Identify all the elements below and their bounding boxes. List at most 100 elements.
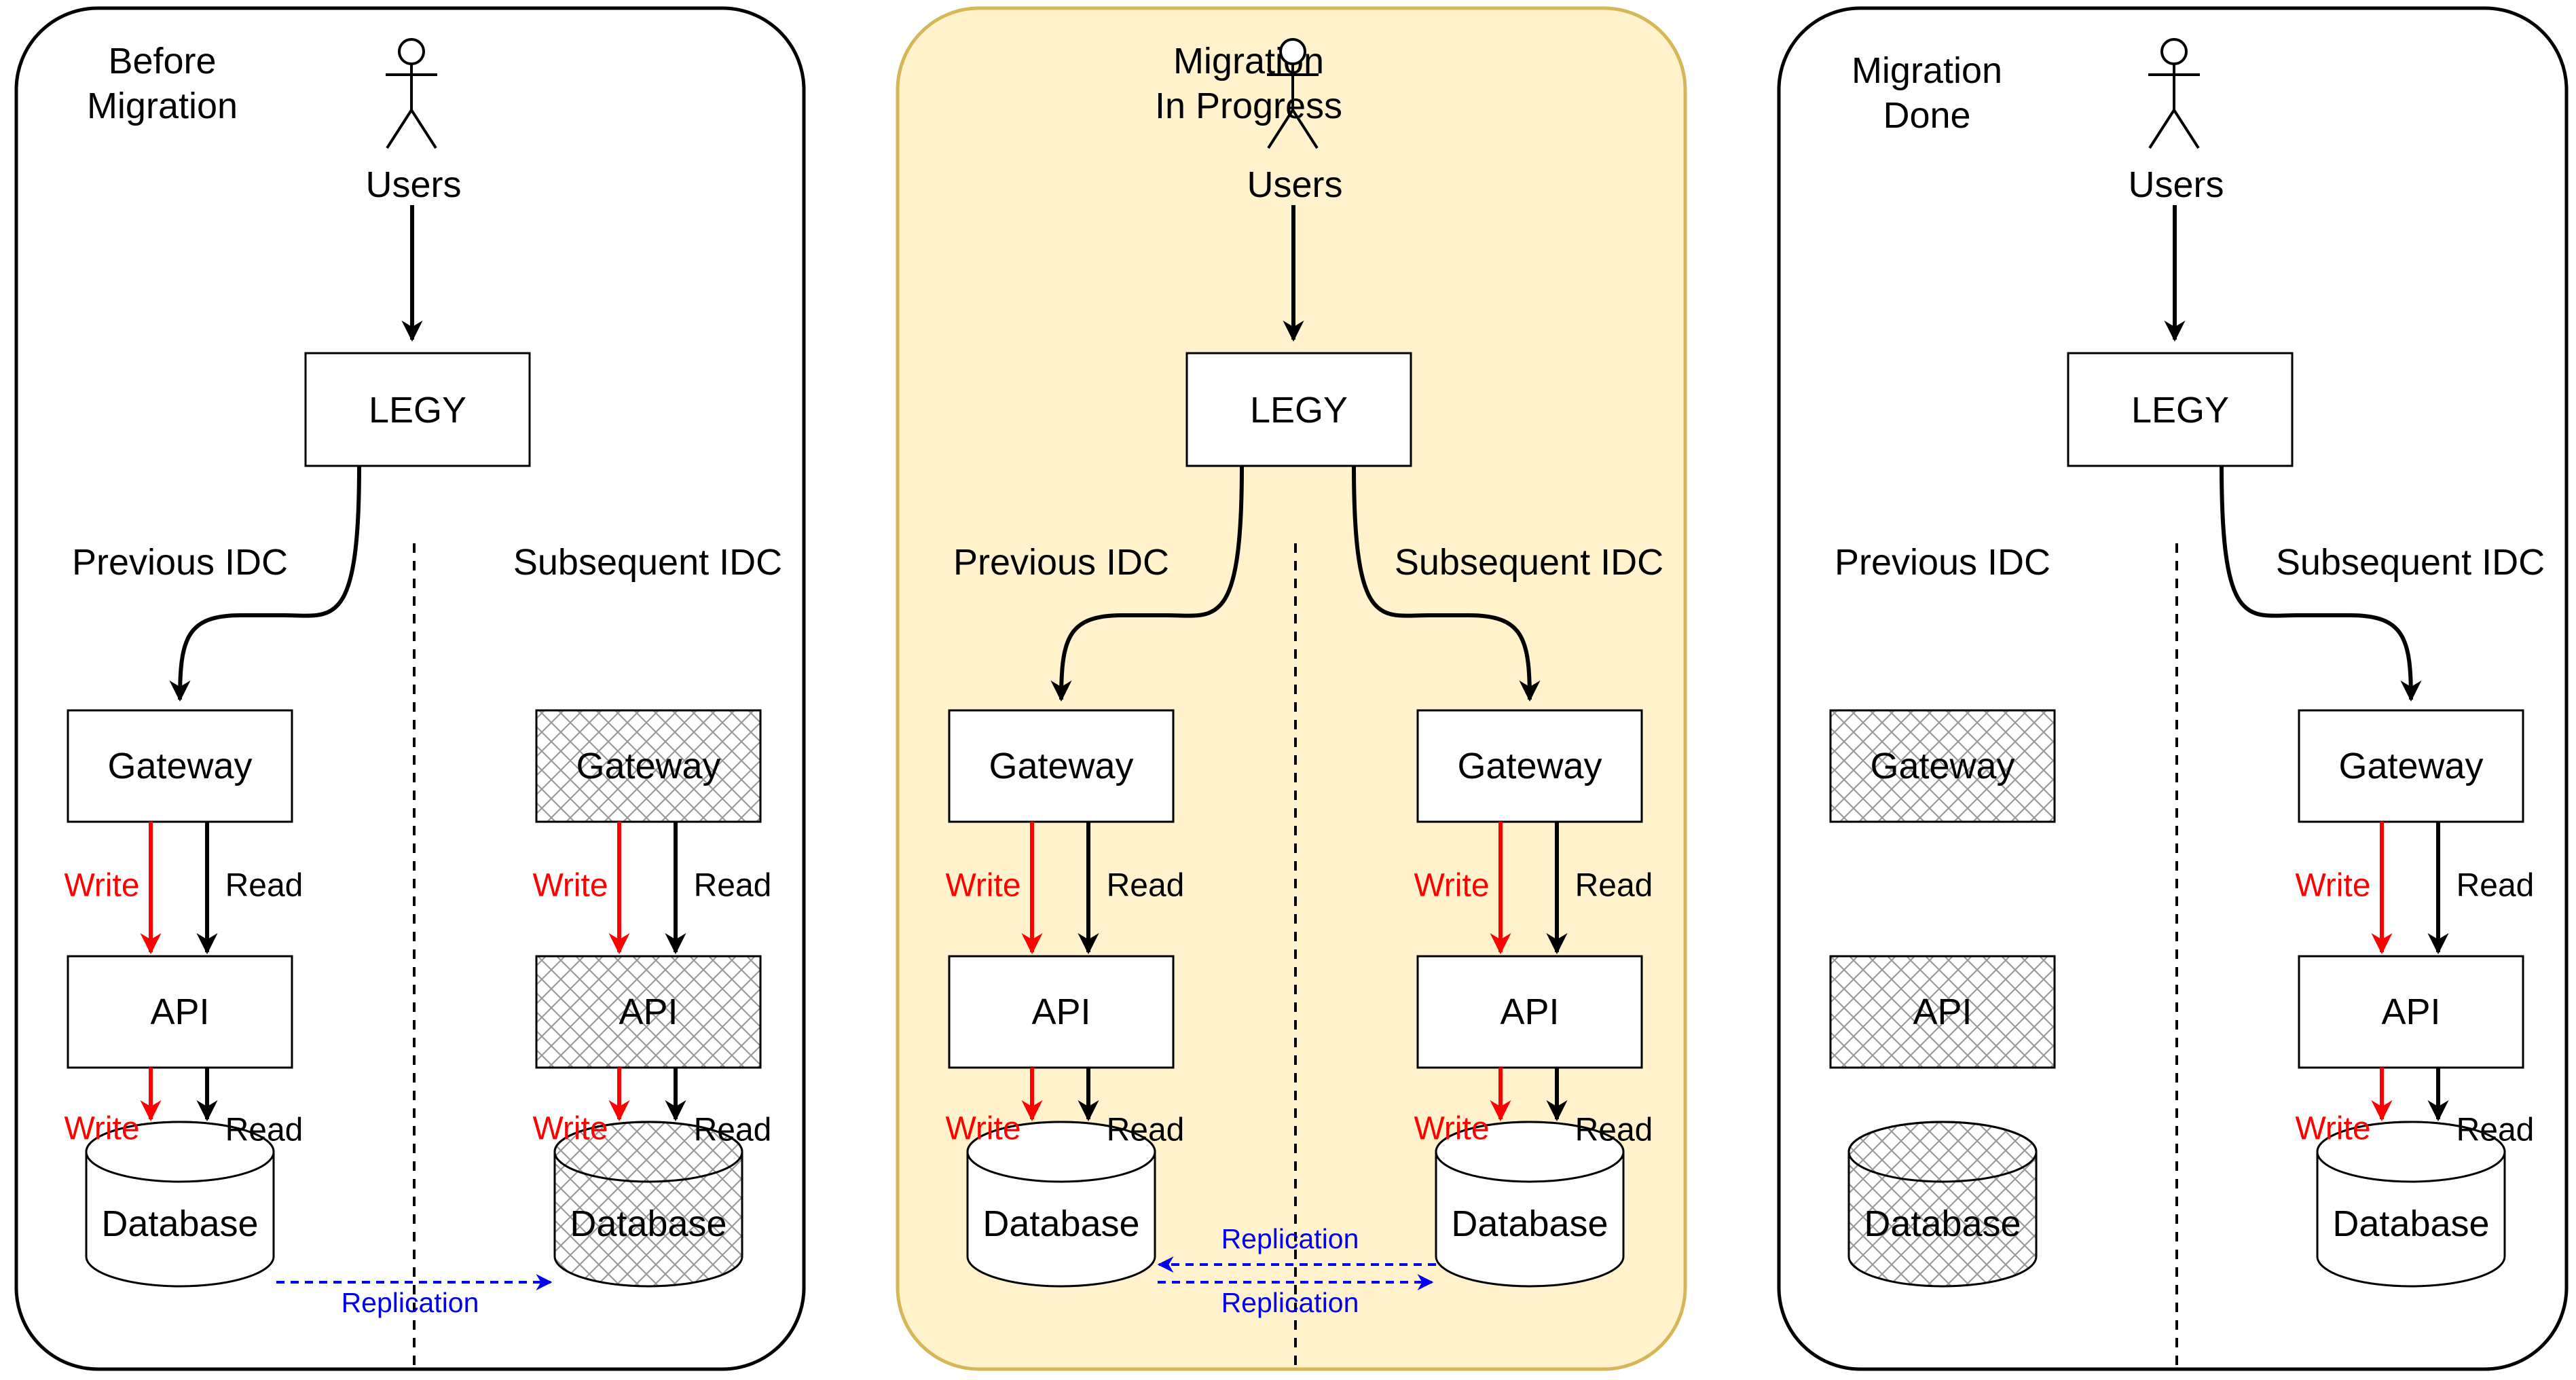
write-label: Write — [1414, 868, 1489, 904]
read-label: Read — [1107, 868, 1185, 904]
database-label: Database — [2332, 1203, 2489, 1244]
user-leg-right — [1291, 109, 1319, 149]
traffic-to-previous-arrow — [1050, 465, 1244, 702]
api-box — [2298, 955, 2524, 1069]
gateway-box — [2298, 709, 2524, 823]
panel-title-line: Done — [1883, 95, 1970, 136]
api-box — [1416, 955, 1643, 1069]
legy-box — [1185, 352, 1412, 467]
user-head — [398, 38, 425, 65]
panel-title-line: Before — [108, 41, 216, 81]
database-label: Database — [1864, 1203, 2021, 1244]
write-label: Write — [532, 1111, 608, 1147]
users-label: Users — [365, 164, 461, 205]
gateway-label: Gateway — [576, 746, 720, 786]
gateway-label: Gateway — [1870, 746, 2014, 786]
panel-title-line: Migration — [87, 86, 238, 126]
subsequent-idc-label: Subsequent IDC — [2276, 542, 2545, 583]
write-label: Write — [64, 868, 139, 904]
read-label: Read — [1107, 1112, 1185, 1148]
user-head — [2160, 38, 2188, 65]
legy-box — [2067, 352, 2294, 467]
database-top — [1435, 1121, 1625, 1183]
replication-label: Replication — [1221, 1287, 1359, 1318]
database-top — [553, 1121, 743, 1183]
read-label: Read — [225, 1112, 303, 1148]
read-label: Read — [1575, 1112, 1653, 1148]
legy-label: LEGY — [2131, 390, 2229, 431]
write-label: Write — [532, 868, 608, 904]
gateway-label: Gateway — [1457, 746, 1602, 786]
database-label: Database — [570, 1203, 726, 1244]
write-label: Write — [945, 1111, 1020, 1147]
previous-idc-label: Previous IDC — [953, 542, 1169, 583]
gateway-box — [67, 709, 293, 823]
gateway-box — [535, 709, 762, 823]
users-icon — [386, 38, 437, 149]
read-label: Read — [2457, 868, 2535, 904]
gateway-label: Gateway — [2338, 746, 2483, 786]
write-label: Write — [1414, 1111, 1489, 1147]
replication-label: Replication — [342, 1287, 479, 1318]
api-label: API — [1913, 992, 1972, 1032]
database-top — [2316, 1121, 2506, 1183]
users-label: Users — [2128, 164, 2224, 205]
api-label: API — [619, 992, 678, 1032]
gateway-box — [948, 709, 1175, 823]
api-label: API — [1031, 992, 1090, 1032]
legy-box — [304, 352, 531, 467]
database-top — [1847, 1121, 2038, 1183]
read-label: Read — [1575, 868, 1653, 904]
replication-label: Replication — [1221, 1223, 1359, 1254]
database-label: Database — [101, 1203, 258, 1244]
api-box — [67, 955, 293, 1069]
user-leg-right — [2173, 109, 2200, 149]
write-label: Write — [2295, 868, 2370, 904]
user-head — [1279, 38, 1306, 65]
traffic-to-subsequent-arrow — [2220, 465, 2422, 702]
subsequent-idc-label: Subsequent IDC — [513, 542, 782, 583]
traffic-to-previous-arrow — [169, 465, 361, 702]
read-label: Read — [2457, 1112, 2535, 1148]
database-label: Database — [1451, 1203, 1608, 1244]
user-leg-right — [410, 109, 437, 149]
user-leg-left — [1267, 109, 1294, 149]
previous-idc-label: Previous IDC — [72, 542, 288, 583]
previous-idc-label: Previous IDC — [1835, 542, 2050, 583]
write-label: Write — [64, 1111, 139, 1147]
subsequent-idc-label: Subsequent IDC — [1395, 542, 1663, 583]
api-box — [535, 955, 762, 1069]
user-leg-left — [2148, 109, 2175, 149]
gateway-box — [1829, 709, 2056, 823]
users-label: Users — [1247, 164, 1342, 205]
api-box — [948, 955, 1175, 1069]
legy-label: LEGY — [369, 390, 466, 431]
user-leg-left — [386, 109, 413, 149]
traffic-to-subsequent-arrow — [1352, 465, 1541, 702]
gateway-box — [1416, 709, 1643, 823]
api-label: API — [1500, 992, 1559, 1032]
api-box — [1829, 955, 2056, 1069]
gateway-label: Gateway — [989, 746, 1133, 786]
read-label: Read — [694, 1112, 772, 1148]
api-label: API — [150, 992, 209, 1032]
write-label: Write — [945, 868, 1020, 904]
read-label: Read — [694, 868, 772, 904]
legy-label: LEGY — [1250, 390, 1348, 431]
panel-title-line: In Progress — [1155, 86, 1342, 126]
panel-title-line: Migration — [1852, 50, 2002, 91]
database-top — [966, 1121, 1156, 1183]
gateway-label: Gateway — [107, 746, 252, 786]
read-label: Read — [225, 868, 303, 904]
